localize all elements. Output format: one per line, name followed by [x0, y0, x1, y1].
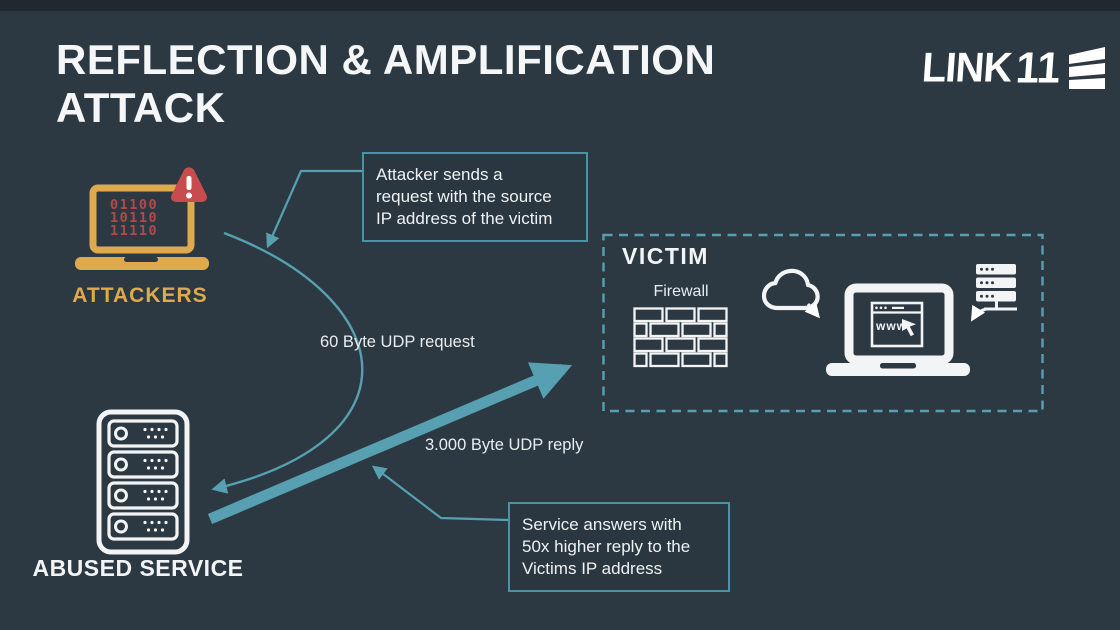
binary-code: 01100 10110 11110: [110, 197, 158, 239]
callout-service-line2: 50x higher reply to the: [522, 537, 691, 556]
reply-arrow: [207, 362, 573, 525]
page-title-line1: REFLECTION & AMPLIFICATION: [56, 36, 716, 83]
binary-line-3: 11110: [110, 223, 158, 239]
victim-box-border: [602, 233, 1044, 413]
request-flow-label: 60 Byte UDP request: [320, 333, 475, 351]
top-edge-shadow: [0, 0, 1120, 11]
victim-laptop-icon: www: [826, 283, 970, 376]
callout-attacker-line2: request with the source: [376, 187, 552, 206]
attacker-laptop-icon: 01100 10110 11110: [75, 167, 209, 270]
victim-server-stack-icon: [970, 264, 1017, 322]
binary-line-1: 01100: [110, 197, 158, 213]
callout-attacker-connector-arrow: [266, 169, 362, 249]
request-arc-arrow: [211, 231, 364, 494]
logo-text: LINK: [920, 44, 1013, 91]
victim-label: VICTIM: [622, 243, 709, 269]
firewall-wall-icon: [633, 307, 728, 368]
abused-service-server-icon: [96, 409, 190, 555]
callout-service-line1: Service answers with: [522, 515, 682, 534]
browser-url-label: www: [875, 319, 907, 333]
callout-service-reply: Service answers with 50x higher reply to…: [508, 502, 730, 592]
logo-number: 11: [1014, 43, 1063, 92]
warning-icon: [171, 167, 207, 202]
logo-bars-icon: [1068, 47, 1105, 89]
callout-service-connector-arrow: [371, 465, 509, 522]
reply-flow-label: 3.000 Byte UDP reply: [425, 436, 584, 454]
callout-attacker-line3: IP address of the victim: [376, 209, 553, 228]
attackers-label: ATTACKERS: [72, 284, 208, 307]
stack-to-laptop-arrow: [970, 304, 987, 322]
browser-window: www: [870, 301, 924, 348]
callout-service-line3: Victims IP address: [522, 559, 663, 578]
cloud-to-laptop-arrow: [804, 301, 820, 319]
abused-service-label: ABUSED SERVICE: [32, 555, 244, 581]
link11-logo: LINK 11: [920, 43, 1108, 92]
firewall-label: Firewall: [653, 283, 709, 300]
callout-attacker-request: Attacker sends a request with the source…: [362, 152, 588, 242]
page-title-line2: ATTACK: [56, 84, 226, 131]
page-title: REFLECTION & AMPLIFICATION ATTACK: [56, 36, 715, 132]
callout-attacker-line1: Attacker sends a: [376, 165, 503, 184]
cloud-icon: [761, 268, 820, 319]
binary-line-2: 10110: [110, 210, 158, 226]
cursor-icon: [902, 319, 916, 337]
